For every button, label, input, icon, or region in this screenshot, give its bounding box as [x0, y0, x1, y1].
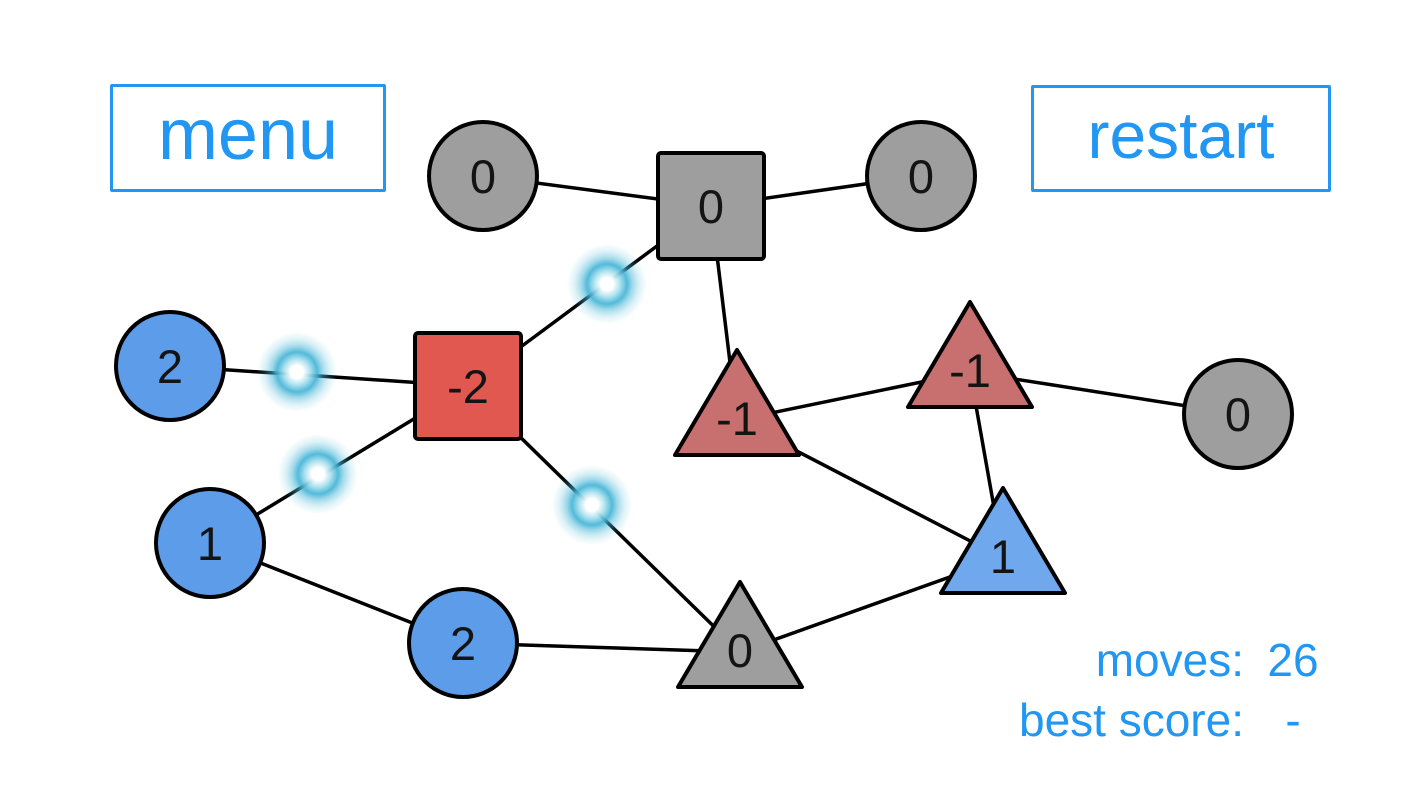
node-triangle-n5[interactable] [673, 348, 801, 457]
node-circle-n8[interactable] [154, 487, 266, 599]
score-panel: moves: 26 best score: - [1019, 634, 1334, 746]
node-value-n5: -1 [716, 392, 758, 445]
moves-value: 26 [1267, 634, 1319, 686]
node-square-n4[interactable] [413, 331, 523, 441]
node-value-n6: -1 [949, 344, 991, 397]
edge-highlight-dot[interactable] [278, 434, 358, 514]
node-circle-n3[interactable] [114, 310, 226, 422]
node-value-n4: -2 [447, 360, 489, 413]
node-value-n11: 0 [727, 624, 753, 677]
restart-button[interactable]: restart [1031, 85, 1331, 192]
node-triangle-n6[interactable] [906, 300, 1034, 409]
edge-highlight-dot[interactable] [567, 244, 647, 324]
node-square-n1[interactable] [656, 151, 766, 261]
edge-highlight-dot[interactable] [257, 332, 337, 412]
node-value-n8: 1 [197, 517, 223, 570]
moves-label: moves: [1095, 634, 1244, 686]
node-triangle-n9[interactable] [939, 486, 1067, 595]
node-circle-n0[interactable] [427, 120, 539, 232]
menu-button[interactable]: menu [110, 84, 386, 192]
best-score-value: - [1285, 693, 1301, 746]
node-circle-n10[interactable] [407, 587, 519, 699]
node-circle-n7[interactable] [1182, 358, 1294, 470]
node-circle-n2[interactable] [865, 120, 977, 232]
node-value-n10: 2 [450, 617, 476, 670]
node-value-n9: 1 [990, 530, 1016, 583]
node-value-n3: 2 [157, 340, 183, 393]
node-value-n7: 0 [1225, 388, 1251, 441]
node-value-n1: 0 [698, 180, 724, 233]
node-value-n0: 0 [470, 150, 496, 203]
edge-highlights-layer [257, 244, 647, 545]
node-triangle-n11[interactable] [676, 580, 804, 689]
best-score-label: best score: [1019, 693, 1244, 746]
edge-highlight-dot[interactable] [552, 465, 632, 545]
nodes-layer: 0 0 0 2 -2 -1 -1 0 1 1 2 0 [114, 120, 1294, 699]
node-value-n2: 0 [908, 150, 934, 203]
